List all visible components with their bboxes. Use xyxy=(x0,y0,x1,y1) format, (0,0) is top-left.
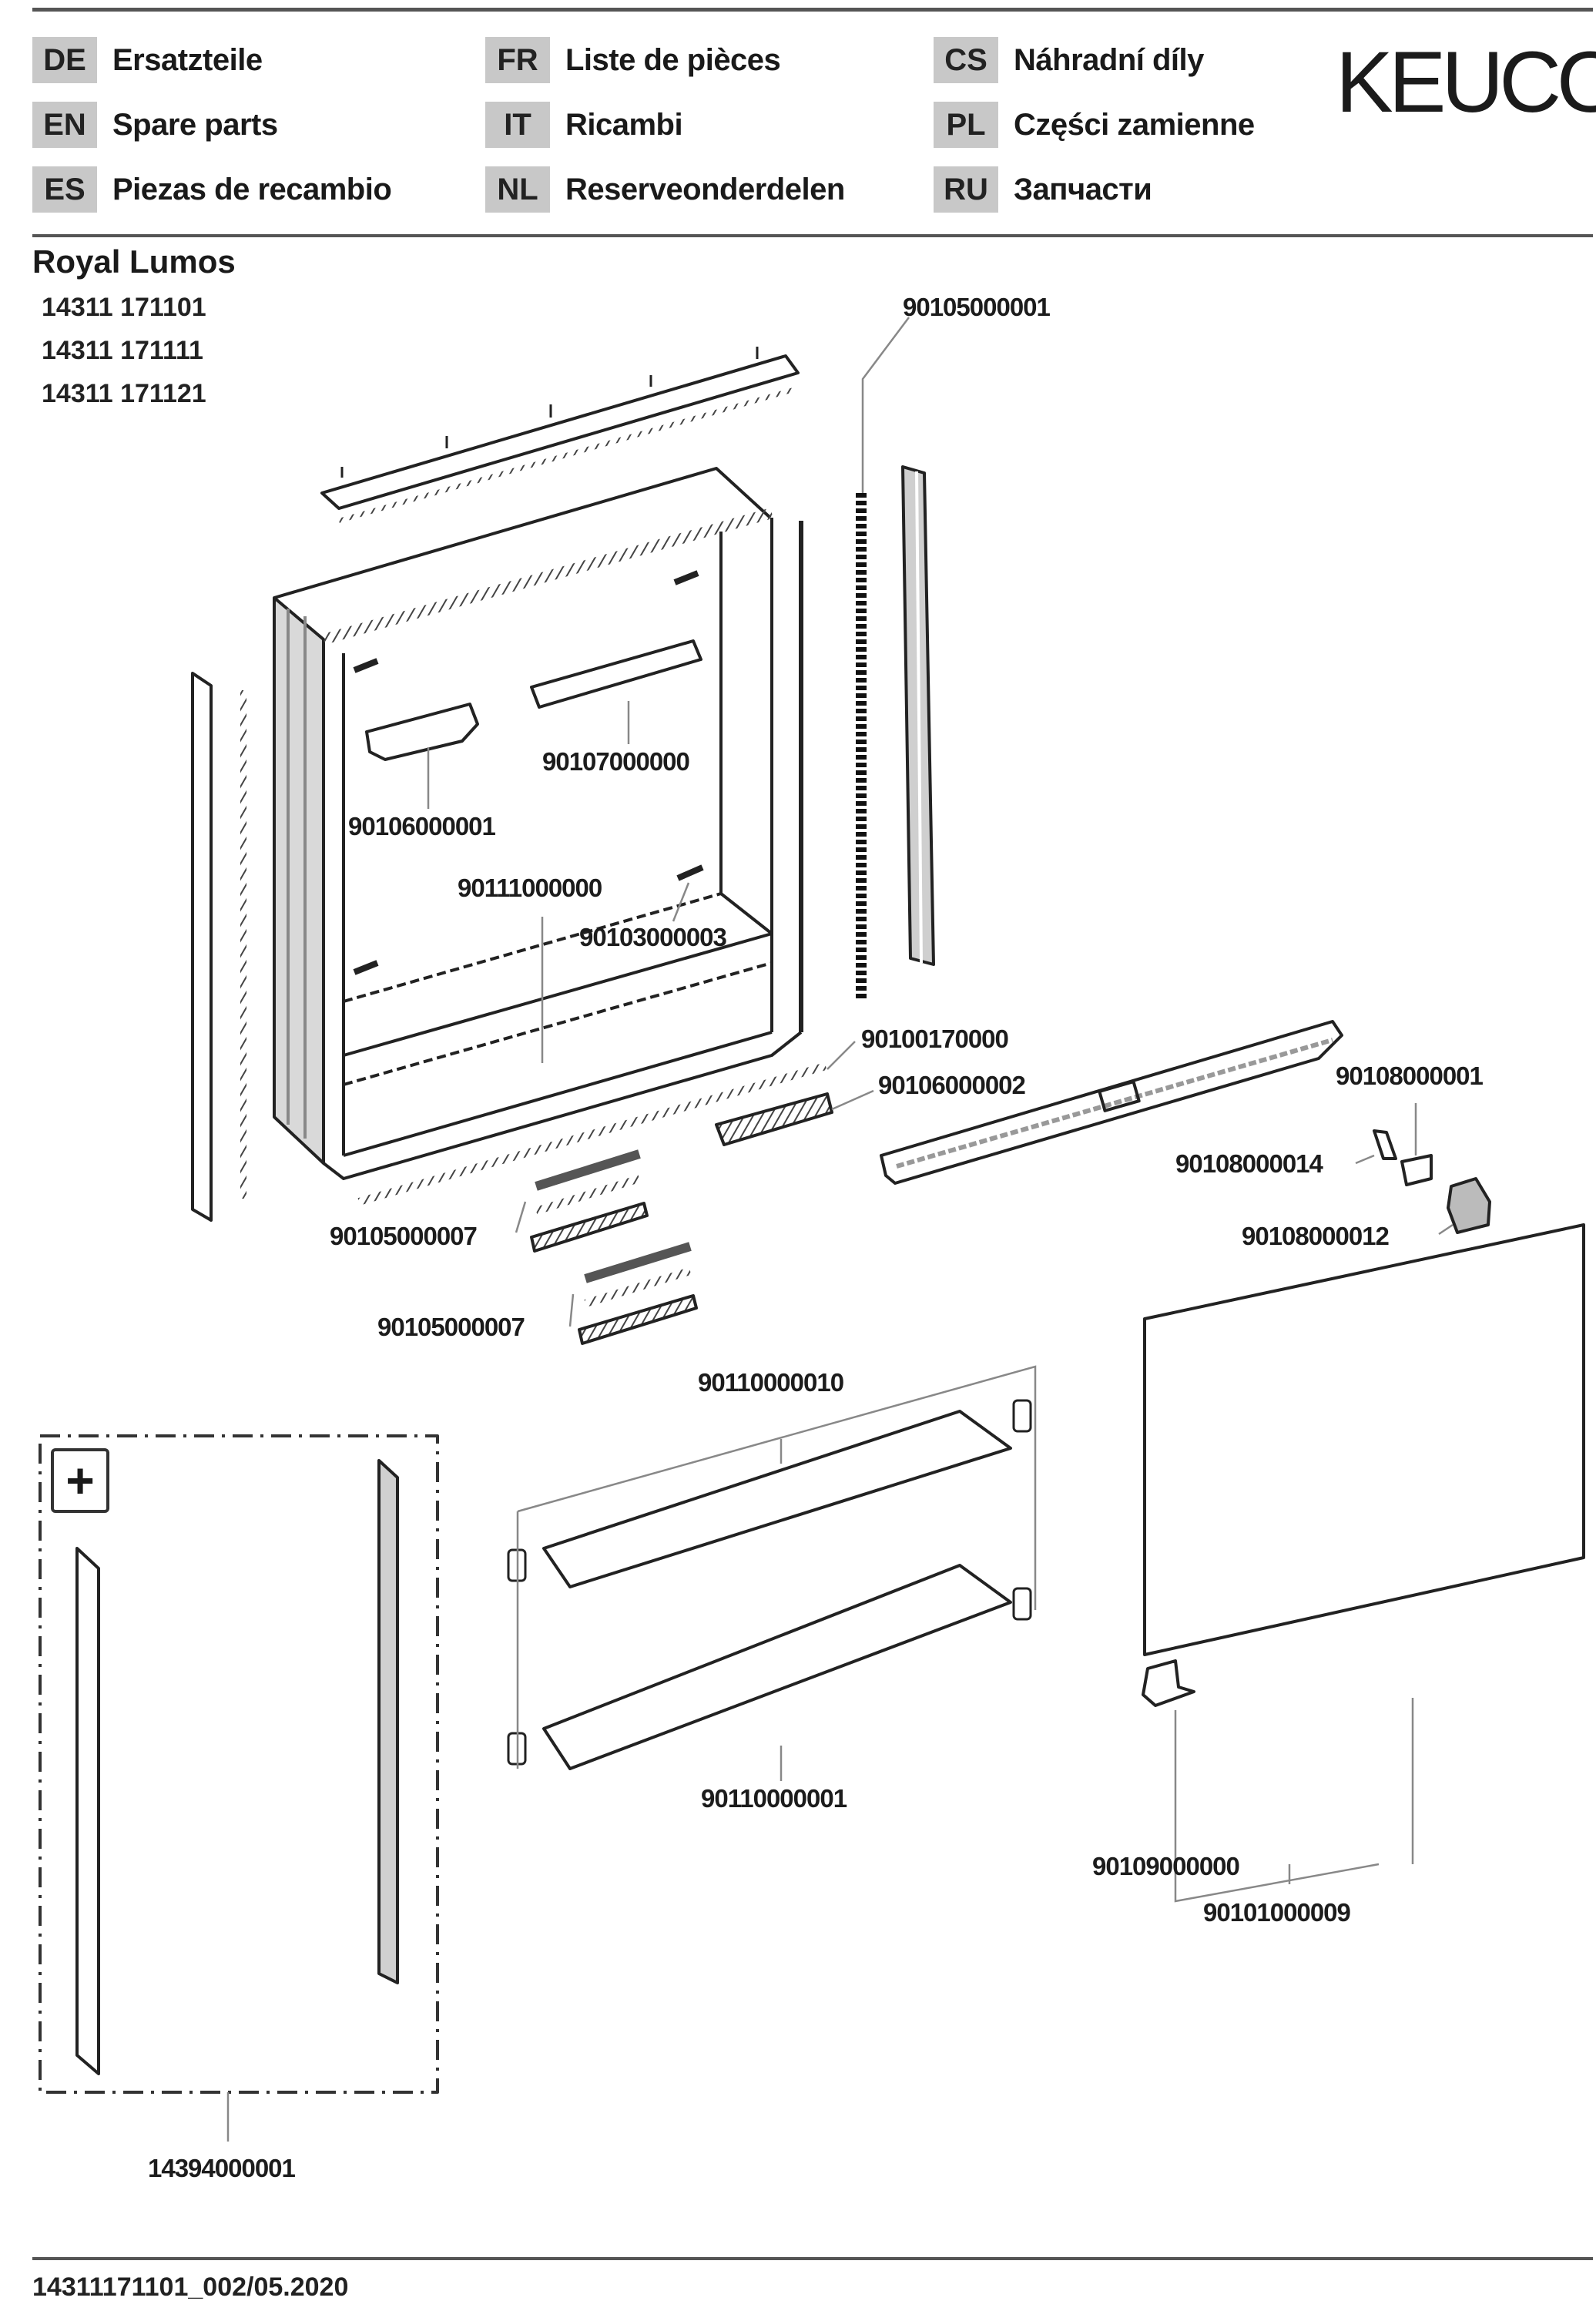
part-label-bottom-connector: 90106000002 xyxy=(878,1071,1026,1099)
screw-icons xyxy=(340,347,759,478)
door-hinge-part xyxy=(1142,1659,1195,1707)
sensor-window xyxy=(1098,1080,1141,1112)
part-label-top-led-strip: 90105000001 xyxy=(903,293,1051,321)
lang-code-badge: EN xyxy=(32,102,97,148)
lang-code-badge: DE xyxy=(32,37,97,83)
wall-clip xyxy=(676,864,704,881)
part-label-profile-set-1: 90105000007 xyxy=(330,1222,478,1250)
part-label-wall-clips: 90103000003 xyxy=(579,923,727,951)
cabinet-body xyxy=(273,467,803,1180)
lang-row-it: IT Ricambi xyxy=(485,102,683,148)
accessory-box xyxy=(39,1434,439,2094)
top-led-strip xyxy=(338,387,794,523)
leader-lines xyxy=(226,317,1454,2142)
lang-row-fr: FR Liste de pièces xyxy=(485,37,781,83)
bottom-led-strip xyxy=(357,1062,827,1206)
profile-set-2 xyxy=(578,1242,698,1345)
article-number: 14311 171101 xyxy=(42,293,206,322)
top-shelf-light xyxy=(530,639,702,709)
lang-label: Liste de pièces xyxy=(565,42,781,77)
brand-logo: KEUCO xyxy=(1336,34,1596,130)
lang-code-badge: IT xyxy=(485,102,550,148)
header-top-rule xyxy=(32,8,1593,12)
left-side-rail xyxy=(191,672,213,1222)
top-cover-strip xyxy=(320,354,800,510)
part-label-sensor-module: 90108000001 xyxy=(1336,1062,1484,1090)
article-number: 14311 171121 xyxy=(42,379,206,408)
lang-label: Spare parts xyxy=(112,107,278,142)
lang-row-nl: NL Reserveonderdelen xyxy=(485,166,845,213)
part-label-bottom-led-strip: 90100170000 xyxy=(861,1025,1009,1053)
article-number: 14311 171111 xyxy=(42,336,203,365)
lang-row-es: ES Piezas de recambio xyxy=(32,166,392,213)
interior-light-left xyxy=(365,703,479,761)
handle-right xyxy=(377,1459,399,1984)
plus-icon: + xyxy=(51,1448,109,1513)
lang-label: Części zamienne xyxy=(1014,107,1255,142)
product-title: Royal Lumos xyxy=(32,243,236,280)
bottom-light-bar xyxy=(880,1020,1343,1185)
lang-label: Ricambi xyxy=(565,107,683,142)
sensor-cover-part xyxy=(1373,1129,1397,1160)
lang-row-cs: CS Náhradní díly xyxy=(934,37,1204,83)
lang-code-badge: NL xyxy=(485,166,550,213)
sensor-bracket-part xyxy=(1447,1177,1491,1234)
lang-code-badge: ES xyxy=(32,166,97,213)
document-code: 14311171101_002/05.2020 xyxy=(32,2272,349,2302)
part-label-interior-light: 90106000001 xyxy=(348,812,496,840)
lang-label: Reserveonderdelen xyxy=(565,172,845,206)
wall-clip xyxy=(353,960,379,975)
lang-code-badge: RU xyxy=(934,166,998,213)
lang-row-en: EN Spare parts xyxy=(32,102,278,148)
bottom-connector xyxy=(715,1092,833,1146)
glass-shelf-bottom xyxy=(542,1564,1012,1770)
part-label-profile-set-2: 90105000007 xyxy=(377,1313,525,1341)
part-label-sensor-cover: 90108000014 xyxy=(1175,1149,1323,1178)
lang-label: Piezas de recambio xyxy=(112,172,392,206)
part-label-door-hinge: 90109000000 xyxy=(1092,1852,1240,1880)
part-label-back-wall: 90111000000 xyxy=(458,874,602,902)
header-bottom-rule xyxy=(32,234,1593,237)
lang-row-pl: PL Części zamienne xyxy=(934,102,1255,148)
footer-rule xyxy=(32,2257,1593,2260)
handle-left xyxy=(75,1547,100,2075)
lang-code-badge: FR xyxy=(485,37,550,83)
sensor-module-part xyxy=(1400,1154,1433,1186)
part-label-accessory-set: 14394000001 xyxy=(148,2154,296,2182)
lang-code-badge: CS xyxy=(934,37,998,83)
lang-code-badge: PL xyxy=(934,102,998,148)
mirror-door xyxy=(1143,1223,1585,1656)
lang-row-ru: RU Запчасти xyxy=(934,166,1152,213)
profile-set-1 xyxy=(530,1149,649,1253)
part-label-glass-shelf-top: 90110000010 xyxy=(698,1368,844,1397)
part-label-mirror-door: 90101000009 xyxy=(1203,1898,1351,1927)
wall-clip xyxy=(673,570,699,585)
lang-label: Ersatzteile xyxy=(112,42,263,77)
lang-label: Náhradní díly xyxy=(1014,42,1204,77)
wall-clip xyxy=(353,658,379,673)
part-label-sensor-bracket: 90108000012 xyxy=(1242,1222,1390,1250)
lang-label: Запчасти xyxy=(1014,172,1152,206)
lang-row-de: DE Ersatzteile xyxy=(32,37,263,83)
glass-shelf-top xyxy=(542,1410,1012,1588)
part-label-top-shelf-light: 90107000000 xyxy=(542,747,690,776)
part-label-glass-shelf-bottom: 90110000001 xyxy=(701,1784,847,1813)
